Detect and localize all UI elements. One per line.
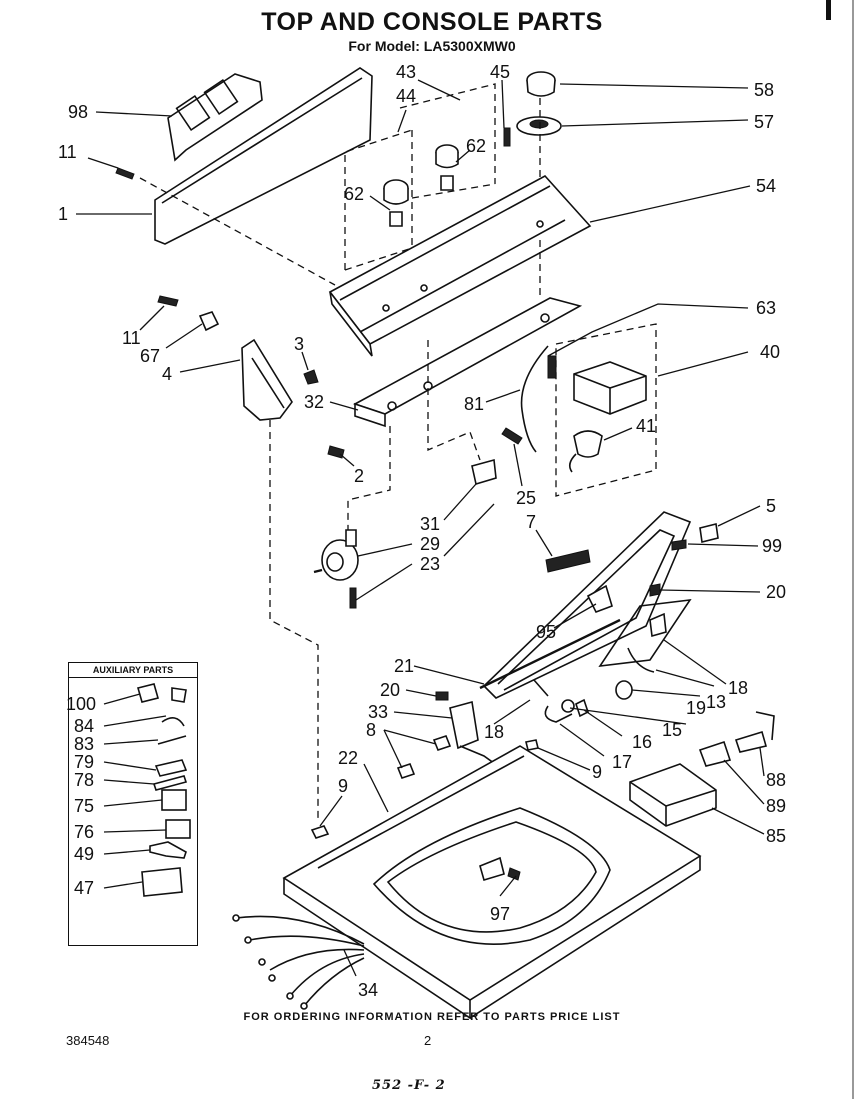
callout-31: 31 [420, 514, 440, 534]
aux-callout-49: 49 [74, 844, 94, 864]
auxiliary-parts-drawing [137, 683, 191, 897]
callout-labels: 98 11 1 43 44 45 62 62 58 57 54 11 67 4 … [58, 62, 786, 1000]
callout-62: 62 [466, 136, 486, 156]
callout-18: 18 [728, 678, 748, 698]
leader-lines [76, 79, 765, 977]
callout-5: 5 [766, 496, 776, 516]
scan-edge-mark [826, 0, 831, 20]
callout-33: 33 [368, 702, 388, 722]
aux-callout-83: 83 [74, 734, 94, 754]
callout-4: 4 [162, 364, 172, 384]
callout-15: 15 [662, 720, 682, 740]
callout-8: 8 [366, 720, 376, 740]
callout-45: 45 [490, 62, 510, 82]
callout-81: 81 [464, 394, 484, 414]
model-subtitle: For Model: LA5300XMW0 [348, 38, 516, 54]
callout-29: 29 [420, 534, 440, 554]
aux-callout-75: 75 [74, 796, 94, 816]
page-number: 2 [424, 1033, 432, 1048]
callout-11: 11 [58, 142, 77, 162]
callout-9: 9 [592, 762, 602, 782]
callout-41: 41 [636, 416, 656, 436]
aux-callout-79: 79 [74, 752, 94, 772]
scan-edge-line [852, 0, 854, 1099]
aux-callout-100: 100 [66, 694, 96, 714]
handwritten-note: 552 -F- 2 [372, 1078, 446, 1093]
callout-13: 13 [706, 692, 726, 712]
aux-callout-78: 78 [74, 770, 94, 790]
callout-22: 22 [338, 748, 358, 768]
callout-32: 32 [304, 392, 324, 412]
callout-97: 97 [490, 904, 510, 924]
document-code: 384548 [66, 1033, 110, 1048]
callout-7: 7 [526, 512, 536, 532]
callout-11: 11 [122, 328, 141, 348]
callout-95: 95 [536, 622, 556, 642]
callout-17: 17 [612, 752, 632, 772]
aux-callout-76: 76 [74, 822, 94, 842]
auxiliary-parts-title: AUXILIARY PARTS [69, 665, 197, 678]
callout-20: 20 [380, 680, 400, 700]
ordering-note: FOR ORDERING INFORMATION REFER TO PARTS … [243, 1011, 621, 1023]
callout-43: 43 [396, 62, 416, 82]
callout-20: 20 [766, 582, 786, 602]
page-title: TOP AND CONSOLE PARTS [261, 8, 603, 36]
callout-3: 3 [294, 334, 304, 354]
callout-98: 98 [68, 102, 88, 122]
callout-85: 85 [766, 826, 786, 846]
aux-callout-47: 47 [74, 878, 94, 898]
callout-18: 18 [484, 722, 504, 742]
callout-21: 21 [394, 656, 414, 676]
callout-88: 88 [766, 770, 786, 790]
callout-23: 23 [420, 554, 440, 574]
callout-63: 63 [756, 298, 776, 318]
callout-44: 44 [396, 86, 416, 106]
callout-57: 57 [754, 112, 774, 132]
auxiliary-parts-box: AUXILIARY PARTS [68, 662, 198, 946]
callout-1: 1 [58, 204, 68, 224]
callout-62: 62 [344, 184, 364, 204]
callout-16: 16 [632, 732, 652, 752]
callout-58: 58 [754, 80, 774, 100]
callout-99: 99 [762, 536, 782, 556]
callout-19: 19 [686, 698, 706, 718]
callout-89: 89 [766, 796, 786, 816]
aux-callout-84: 84 [74, 716, 94, 736]
callout-40: 40 [760, 342, 780, 362]
callout-25: 25 [516, 488, 536, 508]
callout-2: 2 [354, 466, 364, 486]
callout-67: 67 [140, 346, 160, 366]
callout-9: 9 [338, 776, 348, 796]
parts-drawing [87, 67, 775, 1020]
callout-34: 34 [358, 980, 378, 1000]
callout-54: 54 [756, 176, 776, 196]
